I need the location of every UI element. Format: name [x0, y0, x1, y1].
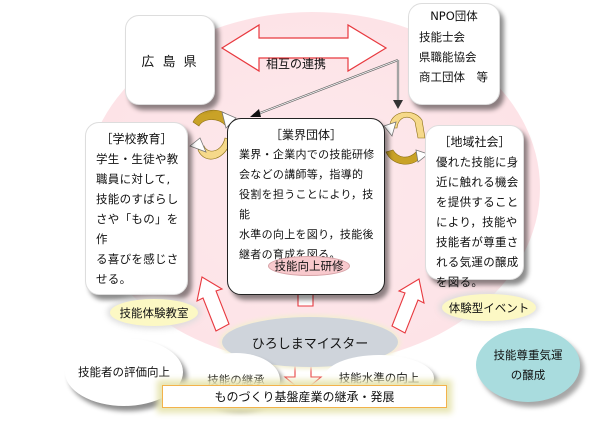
- npo-title: NPO団体: [430, 9, 478, 23]
- arrowhead-to-industry: [250, 109, 261, 117]
- respect-line: の醸成: [510, 368, 546, 382]
- experience-event-label: 体験型イベント: [448, 300, 530, 315]
- mutual-link-label: 相互の連携: [266, 57, 327, 71]
- up-arrow-to-school: [196, 276, 230, 332]
- npo-line: 商工団体 等: [419, 70, 488, 84]
- school-line: せる。: [96, 272, 132, 286]
- experience-event: 体験型イベント: [442, 294, 536, 321]
- skill-respect-atmosphere: 技能尊重気運 の醸成: [476, 328, 580, 402]
- industry-line: 会などの講師等，指導的: [239, 168, 364, 181]
- school-line: 職員に対して,: [96, 172, 171, 186]
- skill-training-label: 技能向上研修: [274, 259, 344, 273]
- outcome-label: 技能の継承: [207, 373, 265, 387]
- skill-experience-class: 技能体験教室: [110, 299, 198, 326]
- community-line: により，技能や: [436, 215, 518, 229]
- npo-line: 県職能協会: [419, 50, 477, 64]
- arrowhead-to-community: [393, 100, 403, 109]
- community-line: 近に触れる機会: [436, 175, 519, 189]
- outcome-label: 技能水準の向上: [338, 371, 420, 385]
- industry-line: 業界・企業内での技能研修: [239, 148, 375, 161]
- skill-training-badge: 技能向上研修: [268, 256, 350, 276]
- cycle-arrows-right: [383, 111, 429, 165]
- up-arrow-to-community: [391, 278, 425, 334]
- school-box: ［学校教育］ 学生・生徒や教 職員に対して, 技能のすばらし さや「もの」を作 …: [85, 122, 188, 295]
- prefecture-label: 広 島 県: [141, 54, 199, 70]
- npo-line: 技能士会: [419, 30, 465, 44]
- respect-line: 技能尊重気運: [493, 348, 563, 362]
- industry-line: 役割を担うことにより，技能: [239, 188, 374, 221]
- industry-line: 水準の向上を図り，技能後: [239, 228, 374, 241]
- outcome-label: 技能者の評価向上: [78, 365, 170, 379]
- hiroshima-meister-label: ひろしまマイスター: [251, 336, 369, 352]
- school-line: 技能のすばらし: [96, 192, 179, 206]
- community-line: 優れた技能に身: [436, 155, 519, 169]
- community-line: を図る。: [436, 275, 484, 289]
- school-line: さや「もの」を作: [96, 212, 179, 246]
- cycle-arrows-left: [189, 109, 237, 160]
- community-heading: ［地域社会］: [438, 135, 511, 149]
- npo-box: NPO団体 技能士会 県職能協会 商工団体 等: [408, 3, 500, 105]
- prefecture-box: 広 島 県: [125, 15, 215, 105]
- school-line: る喜びを感じさ: [96, 252, 179, 266]
- result-label: ものづくり基盤産業の継承・発展: [214, 390, 395, 404]
- npo-connector: [250, 58, 403, 117]
- community-box: ［地域社会］ 優れた技能に身 近に触れる機会 を提供すること により，技能や 技…: [425, 125, 524, 289]
- mutual-link-arrow: [220, 23, 388, 73]
- school-heading: ［学校教育］: [100, 132, 173, 146]
- industry-heading: ［業界団体］: [269, 128, 342, 142]
- skill-experience-class-label: 技能体験教室: [119, 305, 189, 320]
- community-line: を提供すること: [436, 195, 519, 209]
- community-line: れる気運の醸成: [436, 255, 519, 269]
- community-line: 技能者が尊重さ: [436, 235, 519, 249]
- school-line: 学生・生徒や教: [96, 152, 179, 166]
- result-box: ものづくり基盤産業の継承・発展: [162, 385, 447, 408]
